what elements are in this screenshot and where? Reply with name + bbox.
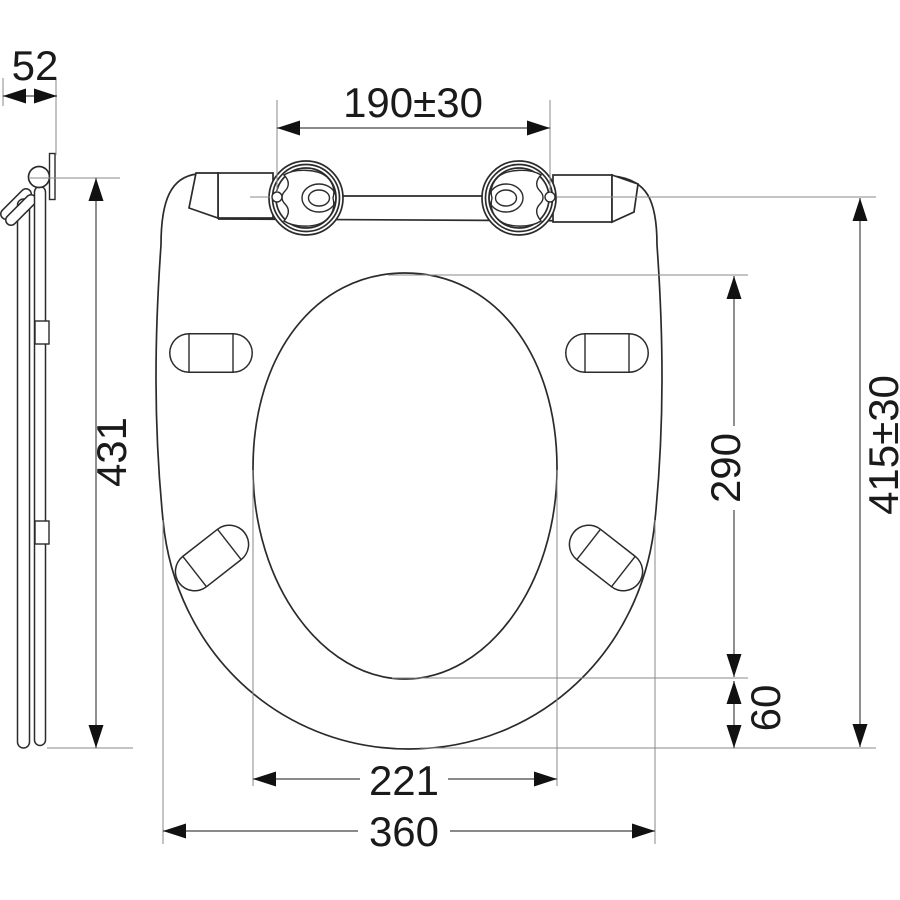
dim-hinge-spacing-label: 190±30 bbox=[343, 79, 483, 126]
dim-hinge-spacing: 190±30 bbox=[276, 79, 551, 193]
dim-rear-gap-label: 60 bbox=[742, 685, 789, 732]
arrow-left bbox=[277, 120, 300, 136]
dim-side-length-label: 431 bbox=[88, 417, 135, 487]
right-hinge-arm bbox=[552, 174, 613, 223]
seat-body-outline bbox=[155, 173, 663, 750]
dimensions: 52 431 190±30 415±30 bbox=[2, 42, 900, 855]
bumper-bottom-left bbox=[174, 524, 250, 592]
arrow-down bbox=[726, 654, 742, 677]
left-hinge bbox=[268, 160, 344, 236]
seat-opening bbox=[252, 272, 558, 680]
dim-side-thickness-label: 52 bbox=[12, 42, 59, 89]
side-bumper-lower bbox=[34, 520, 50, 545]
bumper-bottom-right bbox=[568, 524, 644, 592]
dim-overall-width: 360 bbox=[162, 520, 656, 855]
arrow-right bbox=[34, 88, 57, 104]
arrow-up bbox=[726, 276, 742, 299]
dim-side-length: 431 bbox=[30, 177, 135, 749]
left-hinge-arm-chamfer bbox=[188, 172, 219, 220]
dim-opening-length: 290 bbox=[388, 274, 749, 679]
side-view bbox=[0, 152, 56, 749]
right-hinge bbox=[481, 160, 557, 236]
side-hinge-bolt bbox=[48, 152, 56, 201]
arrow-right bbox=[632, 823, 655, 839]
arrow-up bbox=[88, 178, 104, 201]
arrow-down bbox=[852, 724, 868, 747]
dim-side-thickness: 52 bbox=[2, 42, 59, 155]
arrow-left bbox=[163, 823, 186, 839]
dim-overall-length-label: 415±30 bbox=[860, 375, 900, 515]
dim-opening-length-label: 290 bbox=[702, 433, 749, 503]
dim-overall-length: 415±30 bbox=[420, 198, 900, 749]
arrow-right bbox=[534, 771, 557, 787]
arrow-down bbox=[88, 725, 104, 748]
side-bumper-upper bbox=[34, 320, 50, 345]
top-view bbox=[155, 160, 663, 750]
left-hinge-arm bbox=[217, 172, 274, 219]
arrow-up bbox=[726, 681, 742, 704]
right-hinge-arm-chamfer bbox=[611, 173, 639, 224]
bumper-top-left bbox=[169, 333, 253, 373]
dim-rear-gap: 60 bbox=[726, 681, 789, 748]
left-hinge-bolt-hole bbox=[271, 191, 283, 203]
arrow-right bbox=[527, 120, 550, 136]
dim-overall-width-label: 360 bbox=[369, 808, 439, 855]
dim-opening-width-label: 221 bbox=[369, 757, 439, 804]
dim-opening-width: 221 bbox=[252, 470, 558, 804]
side-strip-lid bbox=[0, 188, 32, 749]
right-hinge-bolt-hole bbox=[544, 191, 556, 203]
arrow-left bbox=[3, 88, 26, 104]
side-strip-seat bbox=[5, 185, 47, 747]
side-hinge-pin bbox=[27, 165, 51, 189]
arrow-down bbox=[726, 725, 742, 748]
arrow-up bbox=[852, 198, 868, 221]
bumper-top-right bbox=[565, 333, 649, 373]
arrow-left bbox=[253, 771, 276, 787]
